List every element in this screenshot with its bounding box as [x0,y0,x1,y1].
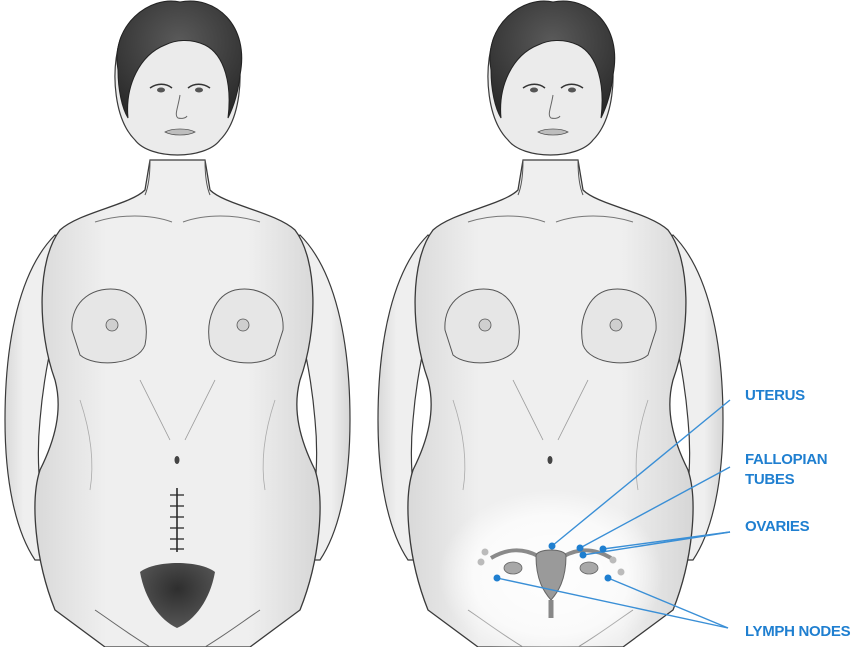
label-fallopian-tubes-line2: TUBES [745,471,795,488]
figure-organs-highlighted [378,1,723,647]
label-ovaries: OVARIES [745,518,810,535]
label-uterus: UTERUS [745,387,805,404]
label-fallopian-tubes: FALLOPIAN TUBES [745,451,831,488]
figure-before-surgery [5,1,350,647]
label-lymph-nodes: LYMPH NODES [745,623,851,640]
label-fallopian-tubes-line1: FALLOPIAN [745,451,827,468]
